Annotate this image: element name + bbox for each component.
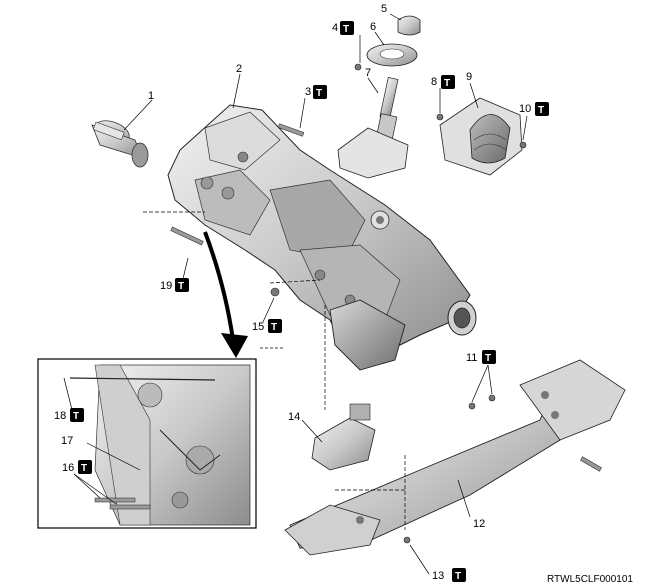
svg-text:T: T [485,353,491,364]
svg-text:6: 6 [370,21,376,33]
detail-arrow [203,231,248,358]
svg-text:18: 18 [54,410,66,422]
shift-knob [397,15,421,36]
svg-text:16: 16 [62,462,74,474]
svg-text:T: T [538,105,544,116]
torque-badge-3: T [313,85,327,99]
callout-11: 11 T [466,350,496,364]
svg-text:4: 4 [332,22,338,34]
svg-text:12: 12 [473,518,485,530]
svg-text:17: 17 [61,435,73,447]
callout-5: 5 [381,3,387,15]
callout-19: 19 T [160,278,189,292]
svg-text:T: T [343,24,349,35]
callout-2: 2 [236,63,242,75]
callouts: 1 2 3 T 4 T 5 6 7 8 T 9 10 T 11 [54,3,549,582]
bolts [170,63,602,544]
transmission-housing [167,104,477,371]
svg-text:11: 11 [466,352,477,364]
svg-text:15: 15 [252,321,264,333]
leader-lines [123,13,528,575]
svg-text:T: T [271,322,277,333]
callout-8: 8 T [431,75,455,89]
callout-9: 9 [466,71,472,83]
callout-4: 4 T [332,21,354,35]
svg-text:T: T [316,88,322,99]
callout-17: 17 [61,435,73,447]
crossmember [284,359,626,556]
callout-3: 3 T [305,85,327,99]
torque-badge-4: T [340,21,354,35]
torque-badge-15: T [268,319,282,333]
callout-12: 12 [473,518,485,530]
callout-14: 14 [288,411,300,423]
shift-lever-boot [439,97,523,176]
figure-code: RTWL5CLF000101 [547,574,633,585]
svg-text:8: 8 [431,76,437,88]
svg-text:T: T [455,571,461,582]
callout-7: 7 [365,67,371,79]
callout-10: 10 T [519,102,549,116]
callout-1: 1 [148,90,154,102]
svg-text:T: T [178,281,184,292]
svg-text:T: T [81,463,87,474]
torque-badge-19: T [175,278,189,292]
torque-badge-16: T [78,460,92,474]
svg-text:10: 10 [519,103,531,115]
svg-text:14: 14 [288,411,300,423]
svg-text:7: 7 [365,67,371,79]
transmission-mount [311,403,376,471]
torque-badge-18: T [70,408,84,422]
detail-inset [37,358,257,529]
svg-text:T: T [73,411,79,422]
callout-13: 13 T [432,568,466,582]
callout-16: 16 T [62,460,92,474]
svg-text:2: 2 [236,63,242,75]
svg-text:9: 9 [466,71,472,83]
torque-badge-10: T [535,102,549,116]
svg-text:T: T [444,78,450,89]
torque-badge-11: T [482,350,496,364]
callout-6: 6 [370,21,376,33]
shift-lever [337,76,409,179]
callout-18: 18 T [54,408,84,422]
svg-text:5: 5 [381,3,387,15]
svg-text:13: 13 [432,570,444,582]
callout-15: 15 T [252,319,282,333]
svg-text:1: 1 [148,90,154,102]
starter-motor [91,120,149,168]
boot-ring [366,43,418,67]
torque-badge-13: T [452,568,466,582]
torque-badge-8: T [441,75,455,89]
svg-text:19: 19 [160,280,172,292]
svg-text:3: 3 [305,86,311,98]
